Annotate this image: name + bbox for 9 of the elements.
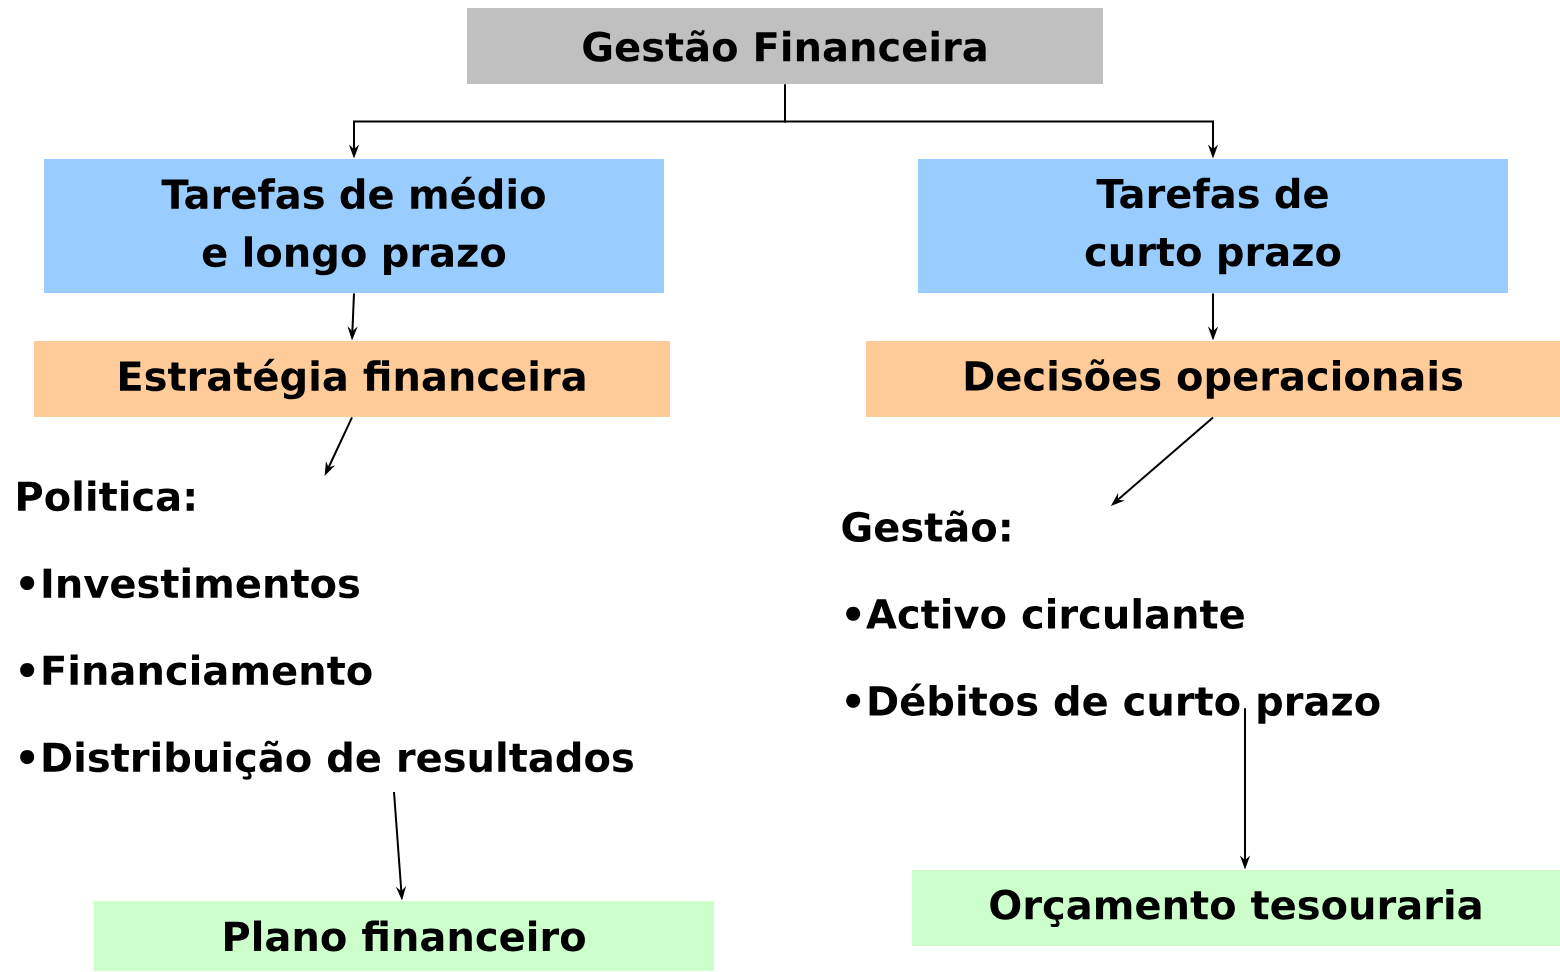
process-box: Estratégia financeira	[34, 341, 670, 417]
process-box: Plano financeiro	[94, 901, 714, 971]
process-box: Orçamento tesouraria	[912, 870, 1560, 946]
process-box: Tarefas de médio e longo prazo	[44, 159, 664, 293]
bullet-list-text: Gestão: •Activo circulante •Débitos de curto prazo	[842, 510, 1380, 724]
bullet-list-text: Politica: •Investimentos •Financiamento •Distribuição de resultados	[18, 480, 633, 780]
process-box: Decisões operacionais	[866, 341, 1560, 417]
process-box: Gestão Financeira	[467, 8, 1103, 84]
process-box: Tarefas de curto prazo	[918, 159, 1508, 293]
